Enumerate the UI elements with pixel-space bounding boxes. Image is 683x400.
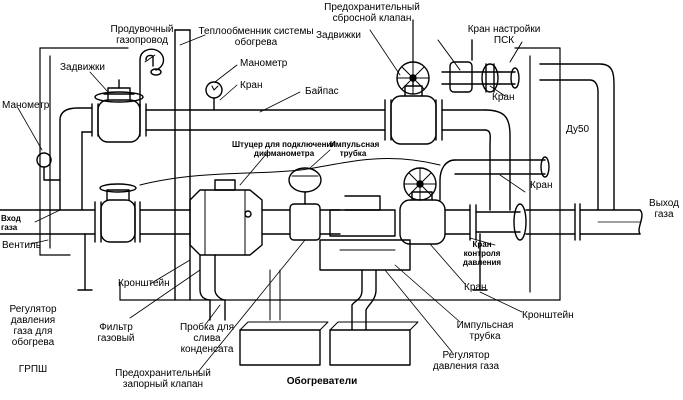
label-heat-exchanger: Теплообменник системы обогрева (198, 26, 314, 48)
label-bracket-right: Кронштейн (522, 310, 574, 321)
impulse-tube (139, 158, 441, 186)
label-gate-valves-right: Задвижки (316, 30, 361, 41)
leader-lines (17, 29, 641, 373)
label-manometer-top: Манометр (240, 58, 288, 69)
label-impulse-tube-bottom: Импульсная трубка (456, 320, 514, 342)
heaters (239, 321, 419, 366)
brackets (77, 233, 488, 291)
bypass-gate-valve (94, 79, 144, 143)
label-gate-valves-left: Задвижки (60, 62, 105, 73)
label-valve-top: Кран (240, 80, 263, 91)
label-impulse-tube-top: Импульсная трубка (330, 140, 380, 158)
manometer-top (205, 81, 223, 111)
label-diff-gauge-fitting: Штуцер для подключения дифманометра (231, 140, 337, 158)
label-grpsh: ГРПШ (18, 364, 48, 375)
heat-exchanger (174, 29, 191, 301)
safety-shutoff-valve (288, 167, 322, 241)
heater-pipes (199, 254, 377, 331)
pressure-regulator (319, 195, 411, 271)
label-valve-right-top: Кран (492, 92, 515, 103)
label-valve-lower: Кран (464, 282, 487, 293)
heater-line (439, 63, 615, 211)
label-relief-valve: Предохранительный сбросной клапан (324, 2, 420, 24)
label-shutoff-valve: Предохранительный запорный клапан (115, 368, 211, 390)
label-psk-tap: Кран настройки ПСК (467, 24, 541, 46)
bypass-line (59, 99, 511, 211)
label-pressure-regulator: Регулятор давления газа (432, 350, 500, 372)
label-purge-pipeline: Продувочный газопровод (110, 24, 174, 46)
label-bracket-left: Кронштейн (118, 278, 170, 289)
manometer-left (36, 152, 61, 181)
main-pipeline (0, 203, 643, 241)
label-du50: Ду50 (566, 124, 590, 135)
relief-valve (437, 39, 523, 93)
label-heating-regulator: Регулятор давления газа для обогрева (9, 304, 57, 348)
bypass-right-gate-valve (390, 19, 437, 145)
purge-pipe (139, 48, 165, 109)
label-needle-valve: Вентиль (2, 240, 41, 251)
inlet-gate-valve (94, 183, 141, 243)
gas-filter (189, 179, 263, 256)
label-condensate-plug: Пробка для слива конденсата (179, 322, 235, 355)
label-pressure-check-valve: Кран контроля давления (462, 240, 502, 267)
label-heaters: Обогреватели (286, 376, 358, 387)
label-gas-filter: Фильтр газовый (97, 322, 135, 344)
outlet-gate-valve (399, 167, 446, 245)
label-gas-outlet: Выход газа (649, 198, 679, 220)
label-gas-inlet: Вход газа (1, 214, 21, 232)
label-valve-right-mid: Кран (530, 180, 553, 191)
label-bypass: Байпас (305, 86, 339, 97)
label-manometer-left: Манометр (2, 100, 50, 111)
